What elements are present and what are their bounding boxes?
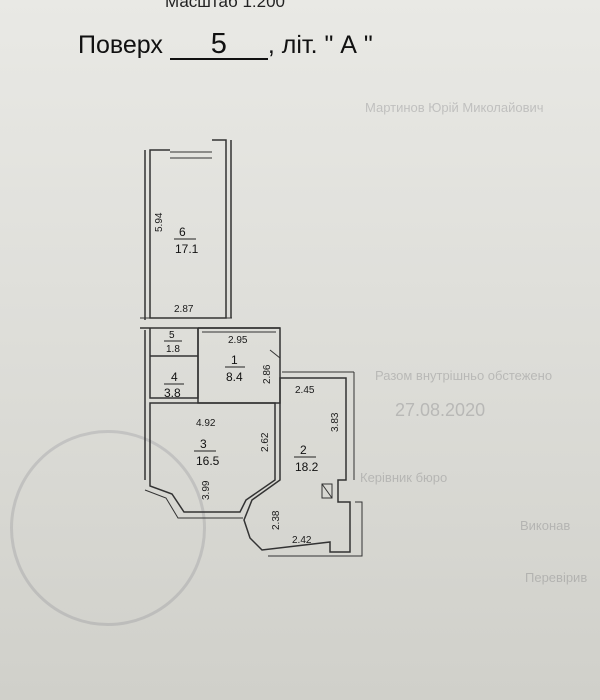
- dimension-label: 2.95: [228, 335, 248, 346]
- dimension-label: 2.86: [262, 364, 273, 384]
- room-area: 1.8: [166, 344, 180, 355]
- bleed-through-text: Мартинов Юрій Миколайович: [365, 100, 544, 115]
- dimension-label: 2.62: [260, 432, 271, 452]
- dimension-label: 5.94: [154, 212, 165, 232]
- bleed-through-text: Разом внутрішньо обстежено: [375, 368, 553, 383]
- room-number: 3: [200, 437, 207, 451]
- room-number: 6: [179, 225, 186, 239]
- bleed-through-text: Виконав: [520, 518, 571, 533]
- room-area: 3.8: [164, 386, 181, 400]
- room-area: 8.4: [226, 370, 243, 384]
- bleed-through-text: Перевірив: [525, 570, 588, 585]
- dimension-label: 3.99: [201, 480, 212, 500]
- room-area: 17.1: [175, 242, 199, 256]
- floor-header: Поверх 5, літ. " А ": [78, 30, 373, 60]
- room-area: 16.5: [196, 454, 220, 468]
- room-area: 18.2: [295, 460, 319, 474]
- dimension-label: 4.92: [196, 418, 216, 429]
- faded-stamp: [10, 430, 206, 626]
- letter-label: , літ. " А ": [267, 31, 373, 59]
- room-number: 5: [169, 330, 175, 341]
- room-number: 1: [231, 353, 238, 367]
- bleed-through-text: 27.08.2020: [395, 400, 486, 420]
- plan-walls: [140, 139, 363, 557]
- scale-label: Масштаб 1:200: [165, 0, 285, 11]
- dimension-label: 2.42: [292, 535, 312, 546]
- room-number: 2: [300, 443, 307, 457]
- dimension-label: 2.38: [271, 510, 282, 530]
- dimension-label: 3.83: [330, 412, 341, 432]
- dimension-label: 2.87: [174, 304, 194, 315]
- floor-label: Поверх: [78, 31, 163, 59]
- bleed-through-text: Керівник бюро: [360, 470, 448, 485]
- dimension-label: 2.45: [295, 385, 315, 396]
- floor-number: 5: [169, 30, 268, 60]
- room-number: 4: [171, 370, 178, 384]
